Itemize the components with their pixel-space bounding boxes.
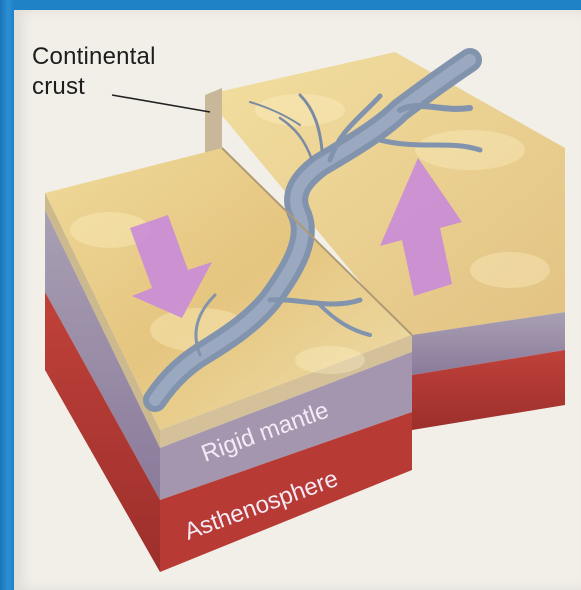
continental-crust-label: Continental crust: [32, 42, 156, 102]
continental-crust-label-line1: Continental: [32, 42, 156, 72]
continental-crust-label-line2: crust: [32, 72, 156, 102]
